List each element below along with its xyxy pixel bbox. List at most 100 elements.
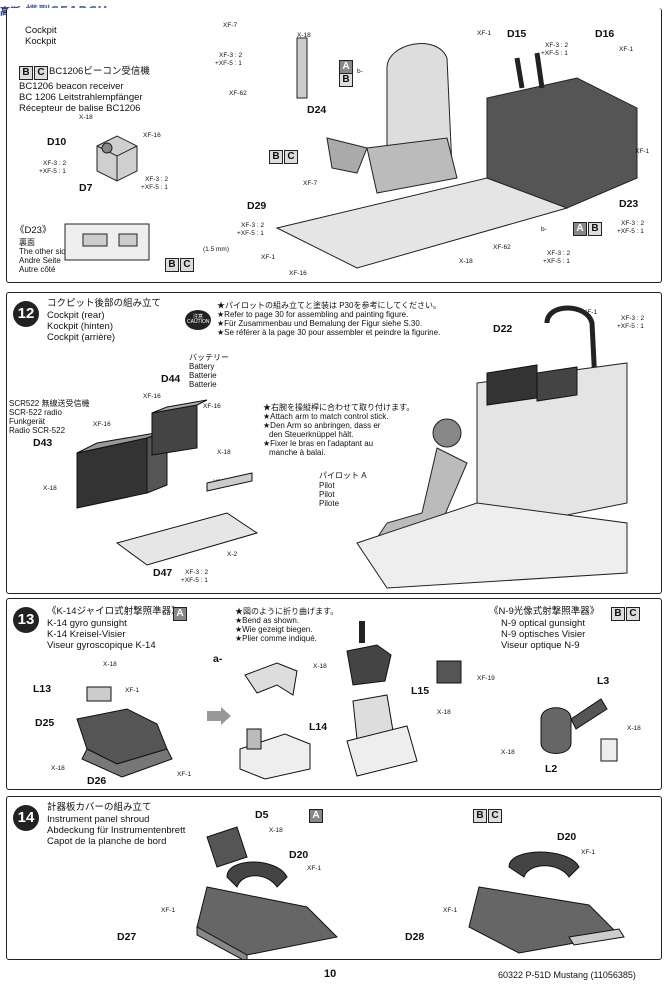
n9-de: N-9 optisches Visier [501,629,586,640]
tray-x2: X-2 [227,551,238,558]
pilot-ja: パイロット A [319,471,367,480]
step-14-title-ja: 計器板カバーの組み立て [47,802,152,813]
d23-other-side-drawing [64,223,150,261]
bend-note-3: ★Wie gezeigt biegen. [235,625,313,634]
radio-de: Funkgerät [9,417,46,426]
d27-xf1a: XF-1 [161,907,176,914]
stick-mix2: +XF-5 : 1 [215,60,242,67]
part-l15: L15 [411,685,430,697]
other-en: The other side [19,247,71,256]
n9-fr: Viseur optique N-9 [501,640,580,651]
k14-title-ja: 《K-14ジャイロ式射撃照準器》 [47,606,181,617]
radio-ja: SCR522 無線送受信機 [9,399,90,408]
bend-note-1: ★図のように折り曲げます。 [235,607,339,616]
part-d20-a: D20 [289,849,309,861]
b23-ref: b- [357,68,363,75]
pilot-de: Pilot [319,490,335,499]
caution-icon [185,310,211,330]
floor-mix2: +XF-5 : 1 [237,230,264,237]
radio-battery-drawing [76,399,259,566]
battery-xf16b: XF-16 [203,403,221,410]
k14-en: K-14 gyro gunsight [47,618,127,629]
pilot-note-3: ★Für Zusammenbau und Bemalung der Figur … [217,319,423,328]
arm-note-1: ★右腕を操縦桿に合わせて取り付けます。 [263,403,415,412]
step-14-title-fr: Capot de la planche de bord [47,836,167,847]
d20-bc-xf1: XF-1 [581,849,596,856]
d23-mix2: +XF-5 : 1 [617,228,644,235]
part-d20-bc: D20 [557,831,577,843]
n9-en: N-9 optical gunsight [501,618,585,629]
part-d27: D27 [117,931,137,943]
l14-x18: X-18 [313,663,327,670]
pilot-en: Pilot [319,481,335,490]
part-l2: L2 [545,763,558,775]
bend-part-drawing [244,662,298,696]
d15-mix2: +XF-5 : 1 [541,50,568,57]
battery-de: Batterie [189,371,217,380]
n9-title-ja: 《N-9光像式射撃照準器》 [489,606,600,617]
floor-mix1: XF-3 : 2 [241,222,265,229]
step-14-a-tag: A [309,809,323,823]
floor-xf62: XF-62 [493,244,511,251]
step-11-title-en: Cockpit [25,25,57,36]
step-14-number: 14 [13,805,39,831]
d22-mix2: +XF-5 : 1 [617,323,644,330]
bc-fr: Récepteur de balise BC1206 [19,103,141,114]
bend-note-4: ★Plier comme indiqué. [235,634,317,643]
arm-note-3: ★Den Arm so anbringen, dass er [263,421,381,430]
d10-mix1: XF-3 : 2 [43,160,67,167]
a29-ref: a- [213,653,223,665]
part-d10: D10 [47,136,67,148]
stick-xf62: XF-62 [229,90,247,97]
part-d7: D7 [79,182,93,194]
part-d47: D47 [153,567,173,579]
step-12-title-fr: Cockpit (arrière) [47,332,116,343]
d10-mix2: +XF-5 : 1 [39,168,66,175]
d7-mix2: +XF-5 : 1 [141,184,168,191]
battery-fr: Batterie [189,380,217,389]
k14-de: K-14 Kreisel-Visier [47,629,126,640]
step-12-title-ja: コクピット後部の組み立て [47,298,162,309]
d47-mix1: XF-3 : 2 [185,569,209,576]
step-11-title-de: Kockpit [25,36,57,47]
bc-title-ja: BC1206ビーコン受信機 [49,66,150,77]
step-12-panel: 12 コクピット後部の組み立て Cockpit (rear) Kockpit (… [6,292,662,594]
part-d22: D22 [493,323,513,335]
k14-fr: Viseur gyroscopique K-14 [47,640,156,651]
stick-x18: X-18 [297,32,311,39]
radio-xf16: XF-16 [93,421,111,428]
d15-mix1: XF-3 : 2 [545,42,569,49]
radio-x18: X-18 [43,485,57,492]
page-number: 10 [324,968,337,980]
bottom-mix2: +XF-5 : 1 [543,258,570,265]
right-b23: b- [541,226,547,233]
cockpit-floor-drawing [275,37,638,269]
step-12-title-de: Kockpit (hinten) [47,321,114,332]
pilot-fr: Pilote [319,499,340,508]
battery-xf16a: XF-16 [143,393,161,400]
d5-x18: X-18 [269,827,283,834]
part-d26: D26 [87,775,107,787]
battery-en: Battery [189,362,215,371]
l2-x18: X-18 [501,749,515,756]
step-14-panel: 14 計器板カバーの組み立て Instrument panel shroud A… [6,796,662,960]
seat-b-tag: B [339,73,353,87]
d20-a-xf1: XF-1 [307,865,322,872]
battery-ja: バッテリー [189,353,229,362]
part-d25: D25 [35,717,55,729]
d26-xf1: XF-1 [177,771,192,778]
d16-xf1: XF-1 [619,46,634,53]
part-l3: L3 [597,675,610,687]
battery-x18: X-18 [217,449,231,456]
step-14-title-en: Instrument panel shroud [47,814,150,825]
d47-mix2: +XF-5 : 1 [181,577,208,584]
radio-fr: Radio SCR-522 [9,426,66,435]
dim-label: (1.5 mm) [203,246,229,253]
l3-x18: X-18 [627,725,641,732]
bc-de: BC 1206 Leitstrahlempfänger [19,92,143,103]
part-d15: D15 [507,28,527,40]
part-d24: D24 [307,104,327,116]
